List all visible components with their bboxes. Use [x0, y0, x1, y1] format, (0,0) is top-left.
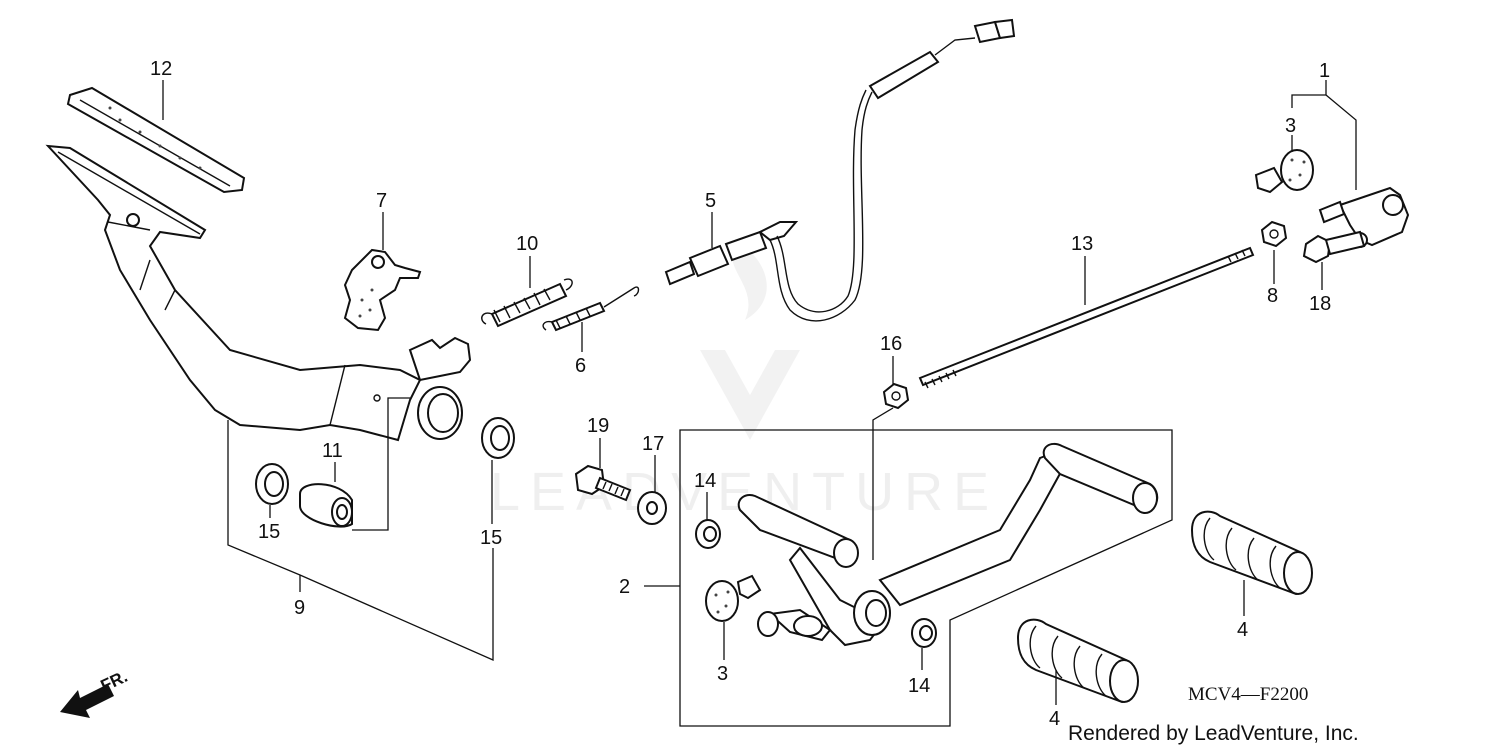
- part-3-boot-lower[interactable]: [705, 574, 762, 622]
- part-8-nut[interactable]: [1260, 220, 1288, 248]
- callout-10: 10: [516, 233, 538, 255]
- part-15-seal-right[interactable]: [481, 417, 515, 459]
- callout-6: 6: [575, 355, 586, 377]
- front-arrow-icon: [60, 684, 114, 718]
- part-16-nut[interactable]: [882, 382, 910, 410]
- part-3-boot-top[interactable]: [1254, 149, 1314, 194]
- callout-19: 19: [587, 415, 609, 437]
- callout-2: 2: [619, 576, 630, 598]
- part-12-pedal-pad[interactable]: [66, 86, 246, 194]
- part-13-rod[interactable]: [918, 246, 1255, 389]
- callout-12: 12: [150, 58, 172, 80]
- callout-3-top: 3: [1285, 115, 1296, 137]
- part-15-seal-left[interactable]: [255, 463, 289, 505]
- callout-4-right: 4: [1237, 619, 1248, 641]
- part-9-brake-pedal[interactable]: [45, 144, 472, 442]
- callout-9: 9: [294, 597, 305, 619]
- callout-5: 5: [705, 190, 716, 212]
- part-19-bolt[interactable]: [574, 464, 632, 502]
- callout-4-left: 4: [1049, 708, 1060, 730]
- part-11-collar[interactable]: [299, 483, 353, 528]
- watermark: LEADVENTURE: [490, 240, 999, 522]
- callout-17: 17: [642, 433, 664, 455]
- part-14-bushing-a[interactable]: [695, 519, 721, 549]
- callout-15-left: 15: [258, 521, 280, 543]
- front-direction-indicator: FR.: [60, 667, 131, 718]
- callout-15-right: 15: [480, 527, 502, 549]
- part-6-spring[interactable]: [542, 286, 640, 332]
- part-18-bolt[interactable]: [1302, 230, 1366, 264]
- callout-1: 1: [1319, 60, 1330, 82]
- callout-14-lower: 14: [908, 675, 930, 697]
- callout-16: 16: [880, 333, 902, 355]
- part-2-step-bar[interactable]: [737, 442, 1159, 647]
- part-4-grip-right[interactable]: [1190, 510, 1313, 596]
- leader-lines: [162, 80, 1357, 727]
- credit-text: Rendered by LeadVenture, Inc.: [1068, 722, 1359, 745]
- watermark-text: LEADVENTURE: [490, 462, 999, 522]
- callout-3-lower: 3: [717, 663, 728, 685]
- part-10-spring[interactable]: [481, 278, 573, 328]
- part-14-bushing-b[interactable]: [911, 618, 937, 648]
- part-4-grip-left[interactable]: [1016, 618, 1139, 704]
- diagram-code: MCV4—F2200: [1188, 684, 1308, 705]
- part-17-washer[interactable]: [637, 491, 667, 525]
- callout-18: 18: [1309, 293, 1331, 315]
- part-7-switch[interactable]: [343, 248, 422, 332]
- callout-7: 7: [376, 190, 387, 212]
- callout-14-top: 14: [694, 470, 716, 492]
- callout-11: 11: [322, 440, 343, 462]
- callout-13: 13: [1071, 233, 1093, 255]
- callout-8: 8: [1267, 285, 1278, 307]
- part-5-brake-switch[interactable]: [664, 18, 1016, 322]
- callouts: 12 7 10 5 6 1 3 13 8 18 16 11 19 17 14 1…: [150, 58, 1331, 730]
